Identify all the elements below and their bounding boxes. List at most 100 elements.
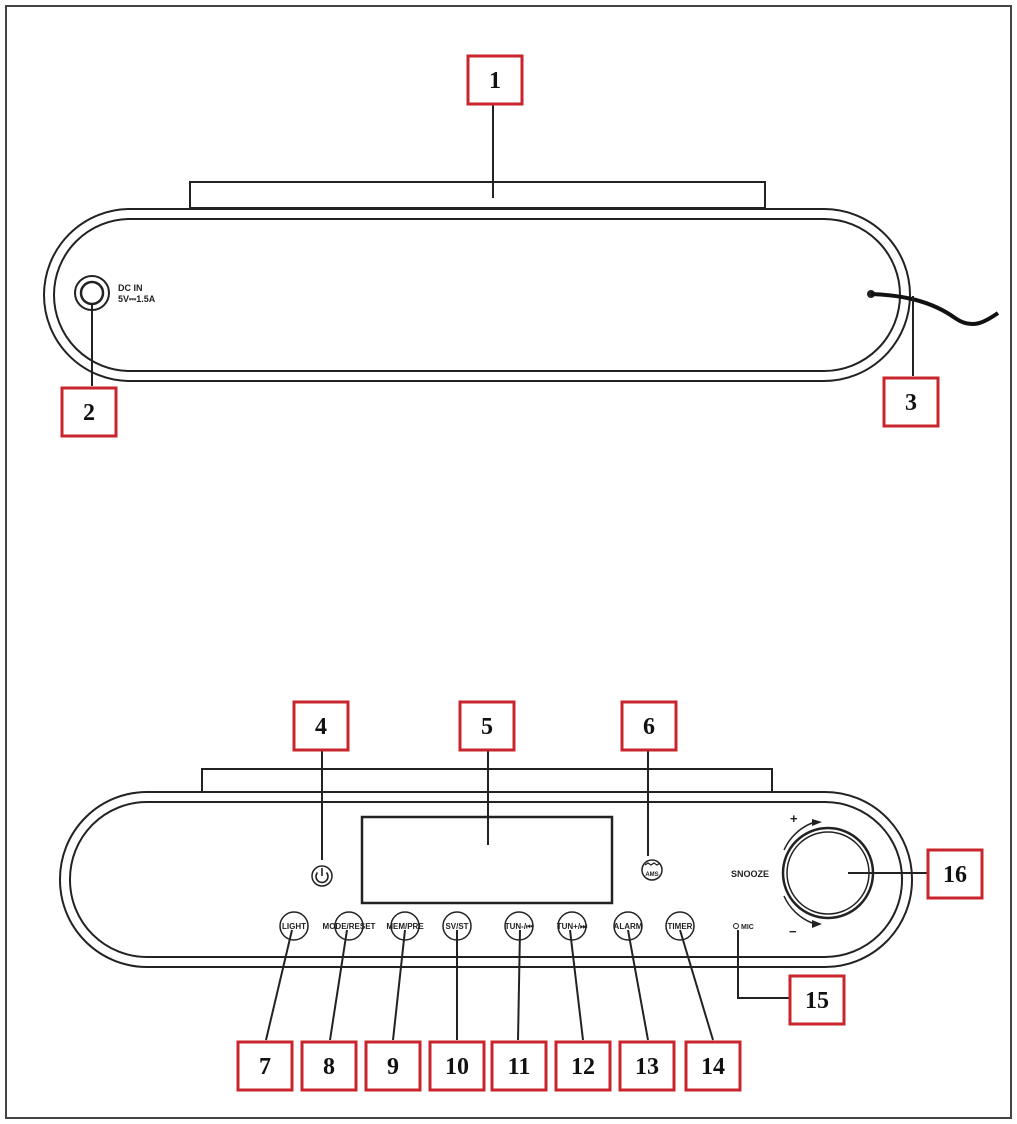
callout-12: 12 xyxy=(554,1040,612,1092)
antenna-wire xyxy=(870,292,1000,327)
callout-box xyxy=(458,700,516,752)
callout-7: 7 xyxy=(236,1040,294,1092)
front-body-inner xyxy=(69,801,903,958)
callout-number: 7 xyxy=(259,1054,271,1080)
front-button-label: TUN+/⏭ xyxy=(557,922,588,931)
callout-number: 1 xyxy=(489,68,501,94)
callout-line-8 xyxy=(329,929,348,1041)
front-button-outline xyxy=(613,911,643,941)
front-button-label: TUN-/⏮ xyxy=(505,922,534,931)
front-button-3[interactable]: MEM/PRE xyxy=(386,911,424,941)
callout-line-12 xyxy=(569,929,584,1041)
knob-arrow-up xyxy=(783,822,813,851)
callout-number: 8 xyxy=(323,1054,335,1080)
callout-number: 2 xyxy=(83,400,95,426)
callout-box xyxy=(788,974,846,1026)
callout-14: 14 xyxy=(684,1040,742,1092)
dc-jack-inner xyxy=(79,280,105,306)
mic-label: MIC xyxy=(741,924,754,931)
callout-13: 13 xyxy=(618,1040,676,1092)
callout-number: 14 xyxy=(701,1054,725,1080)
callout-number: 16 xyxy=(943,862,967,888)
front-view: AMS LIGHT MODE/RESET MEM/PRE SV/ST TUN-/⏮ TUN… xyxy=(59,768,913,968)
front-button-label: MODE/RESET xyxy=(323,922,376,931)
callout-box xyxy=(490,1040,548,1092)
back-view: DC IN 5V⎓1.5A xyxy=(43,181,1000,382)
callout-3: 3 xyxy=(882,376,940,428)
front-button-outline xyxy=(390,911,420,941)
callout-box xyxy=(364,1040,422,1092)
callout-box xyxy=(300,1040,358,1092)
callout-11: 11 xyxy=(490,1040,548,1092)
button-row: LIGHT MODE/RESET MEM/PRE SV/ST TUN-/⏮ TUN+/⏭ A… xyxy=(279,911,695,941)
callout-number: 15 xyxy=(805,988,829,1014)
front-button-8[interactable]: TIMER xyxy=(665,911,695,941)
front-button-label: MEM/PRE xyxy=(386,922,424,931)
callout-5: 5 xyxy=(458,700,516,752)
callout-number: 11 xyxy=(508,1054,531,1080)
callout-box xyxy=(684,1040,742,1092)
callout-number: 13 xyxy=(635,1054,659,1080)
callout-box xyxy=(236,1040,294,1092)
callout-line-13 xyxy=(627,929,649,1041)
front-button-2[interactable]: MODE/RESET xyxy=(323,911,376,941)
callout-10: 10 xyxy=(428,1040,486,1092)
callout-box xyxy=(618,1040,676,1092)
callout-16: 16 xyxy=(926,848,984,900)
knob-arrowhead-down xyxy=(812,920,822,928)
radio-source-icon xyxy=(644,862,661,866)
callout-number: 3 xyxy=(905,390,917,416)
mic-hole xyxy=(733,923,739,929)
callout-1: 1 xyxy=(466,54,524,106)
callout-number: 6 xyxy=(643,714,655,740)
callout-line-15 xyxy=(737,930,790,999)
knob-plus-sign: + xyxy=(790,811,798,826)
dc-label-line2: 5V⎓1.5A xyxy=(118,294,156,304)
callout-line-14 xyxy=(679,929,714,1041)
front-button-outline xyxy=(665,911,695,941)
callout-box xyxy=(428,1040,486,1092)
callout-line-7 xyxy=(265,929,293,1041)
front-button-label: SV/ST xyxy=(445,922,468,931)
callout-box xyxy=(926,848,984,900)
front-button-label: ALARM xyxy=(614,922,643,931)
callout-4: 4 xyxy=(292,700,350,752)
dc-label-line1: DC IN xyxy=(118,283,143,293)
knob-minus-sign: − xyxy=(789,924,797,939)
power-icon xyxy=(315,868,329,884)
snooze-label: SNOOZE xyxy=(731,869,769,879)
front-button-label: TIMER xyxy=(668,922,693,931)
callout-box xyxy=(292,700,350,752)
callout-9: 9 xyxy=(364,1040,422,1092)
front-button-7[interactable]: ALARM xyxy=(613,911,643,941)
source-label: AMS xyxy=(645,872,658,878)
front-button-outline xyxy=(279,911,309,941)
callout-box xyxy=(554,1040,612,1092)
callout-box xyxy=(60,386,118,438)
callout-number: 10 xyxy=(445,1054,469,1080)
callout-15: 15 xyxy=(788,974,846,1026)
callout-line-9 xyxy=(392,929,406,1041)
callout-box xyxy=(882,376,940,428)
callout-2: 2 xyxy=(60,386,118,438)
back-body-outer xyxy=(43,208,911,382)
callout-8: 8 xyxy=(300,1040,358,1092)
callout-6: 6 xyxy=(620,700,678,752)
front-button-1[interactable]: LIGHT xyxy=(279,911,309,941)
callout-number: 9 xyxy=(387,1054,399,1080)
callout-number: 5 xyxy=(481,714,493,740)
callout-number: 4 xyxy=(315,714,327,740)
back-mounting-plate xyxy=(189,181,766,209)
knob-arrow-down xyxy=(783,895,813,924)
callout-lines xyxy=(91,104,928,1041)
page-border xyxy=(5,5,1012,1119)
callout-number: 12 xyxy=(571,1054,595,1080)
knob-arrowhead-up xyxy=(812,819,822,826)
front-button-outline xyxy=(334,911,364,941)
callout-line-11 xyxy=(517,929,521,1041)
front-button-label: LIGHT xyxy=(282,922,306,931)
callout-box xyxy=(620,700,678,752)
callout-box xyxy=(466,54,524,106)
